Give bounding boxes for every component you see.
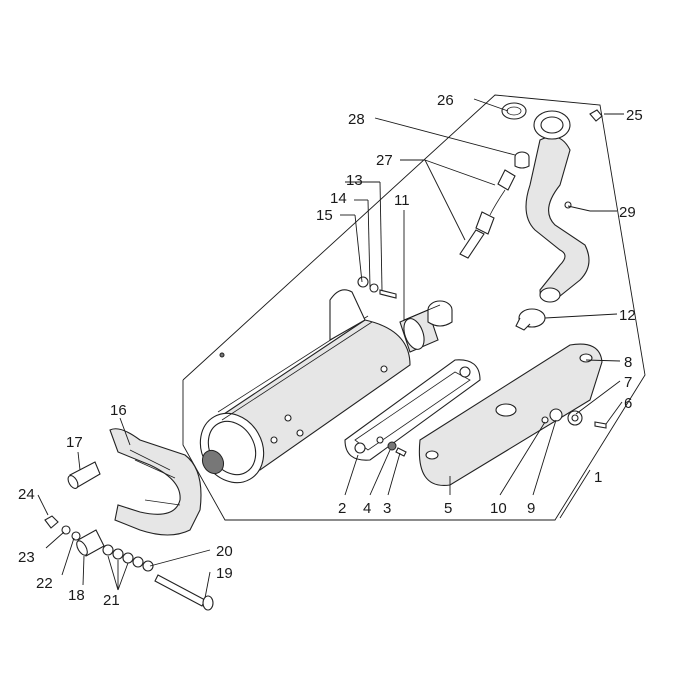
exhaust-front-pipe-29 <box>525 110 590 303</box>
callout-29: 29 <box>619 204 636 221</box>
bolt-19 <box>154 574 214 611</box>
callout-17: 17 <box>66 434 83 451</box>
nut-25 <box>589 109 603 122</box>
callout-21: 21 <box>103 592 120 609</box>
callout-12: 12 <box>619 307 636 324</box>
callout-11: 11 <box>394 192 410 209</box>
callout-27: 27 <box>376 152 393 169</box>
callout-9: 9 <box>527 500 535 517</box>
callout-25: 25 <box>626 107 643 124</box>
callout-13: 13 <box>346 172 363 189</box>
callout-15: 15 <box>316 207 333 224</box>
callout-5: 5 <box>444 500 452 517</box>
callout-26: 26 <box>437 92 454 109</box>
callout-18: 18 <box>68 587 85 604</box>
callout-28: 28 <box>348 111 365 128</box>
fasteners-6-10 <box>541 408 607 429</box>
bushing-18 <box>76 529 105 557</box>
assembly-outline <box>182 94 646 521</box>
lambda-sensor-27 <box>459 169 516 259</box>
callout-7: 7 <box>624 374 632 391</box>
pin-17 <box>67 461 101 489</box>
callout-8: 8 <box>624 354 632 371</box>
gasket-ring-11 <box>427 300 453 327</box>
bolt-13-15 <box>357 276 397 299</box>
callout-6: 6 <box>624 395 632 412</box>
clamp-12 <box>515 308 546 331</box>
callout-labels: 26 25 28 27 29 13 14 15 11 12 8 7 6 1 2 … <box>18 92 643 609</box>
callout-16: 16 <box>110 402 127 419</box>
gasket-26 <box>501 102 527 120</box>
callout-24: 24 <box>18 486 35 503</box>
muffler-canister <box>199 289 411 484</box>
callout-22: 22 <box>36 575 53 592</box>
callout-10: 10 <box>490 500 507 517</box>
callout-3: 3 <box>383 500 391 517</box>
support-bracket-16 <box>109 428 202 536</box>
washers-20-21 <box>102 544 154 572</box>
callout-14: 14 <box>330 190 347 207</box>
callout-2: 2 <box>338 500 346 517</box>
plug-28 <box>514 151 530 169</box>
callout-23: 23 <box>18 549 35 566</box>
callout-4: 4 <box>363 500 371 517</box>
washers-22-23-nut-24 <box>44 515 81 541</box>
heat-shield-5 <box>418 343 603 486</box>
bracket-2 <box>344 359 481 461</box>
callout-1: 1 <box>594 469 602 486</box>
leader-lines <box>37 98 624 599</box>
callout-20: 20 <box>216 543 233 560</box>
fasteners-3-4 <box>387 441 407 457</box>
callout-19: 19 <box>216 565 233 582</box>
